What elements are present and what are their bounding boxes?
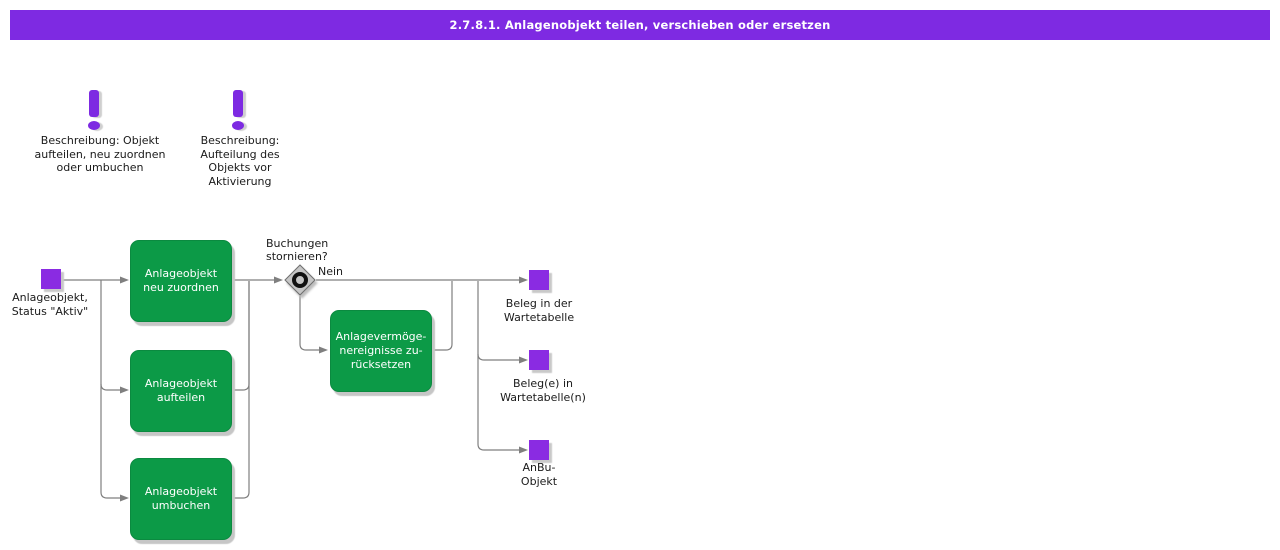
start-event-square-icon[interactable] bbox=[41, 269, 61, 289]
connector-reset-merge bbox=[431, 281, 453, 351]
event-label: Beleg(e) in Wartetabelle(n) bbox=[500, 377, 586, 404]
connector-split-merge bbox=[232, 281, 250, 391]
exclamation-bar bbox=[233, 90, 243, 117]
decision-question-label: Buchungen stornieren? bbox=[266, 237, 329, 263]
task-anlageobjekt-neu-zuordnen[interactable]: Anlageobjekt neu zuordnen bbox=[130, 240, 232, 322]
task-anlageobjekt-umbuchen[interactable]: Anlageobjekt umbuchen bbox=[130, 458, 232, 540]
page-title: 2.7.8.1. Anlagenobjekt teilen, verschieb… bbox=[449, 18, 831, 32]
exclamation-icon bbox=[87, 90, 103, 132]
exclamation-dot bbox=[232, 121, 244, 130]
connector-transfer-merge bbox=[232, 281, 250, 499]
note-text: Beschreibung: Objekt aufteilen, neu zuor… bbox=[34, 134, 166, 174]
event-square-icon[interactable] bbox=[529, 350, 549, 370]
exclamation-bar bbox=[89, 90, 99, 117]
diagram-title-bar: 2.7.8.1. Anlagenobjekt teilen, verschieb… bbox=[10, 10, 1270, 40]
task-anlageobjekt-aufteilen[interactable]: Anlageobjekt aufteilen bbox=[130, 350, 232, 432]
event-label: AnBu- Objekt bbox=[520, 461, 558, 488]
connector-branch-out2 bbox=[477, 353, 528, 364]
branch-label-nein: Nein bbox=[318, 265, 344, 278]
event-label: Beleg in der Wartetabelle bbox=[503, 297, 575, 324]
connector-left-distributor bbox=[100, 280, 129, 502]
event-square-icon[interactable] bbox=[529, 440, 549, 460]
decision-gateway-icon[interactable] bbox=[283, 263, 317, 297]
start-event-label: Anlageobjekt, Status "Aktiv" bbox=[11, 291, 89, 318]
exclamation-dot bbox=[88, 121, 100, 130]
event-square-icon[interactable] bbox=[529, 270, 549, 290]
task-anlagevermoegenereignisse-zuruecksetzen[interactable]: Anlagevermöge- nereignisse zu- rücksetze… bbox=[330, 310, 432, 392]
connector-branch-split bbox=[100, 383, 129, 394]
connector-decision-to-reset bbox=[299, 296, 328, 354]
exclamation-icon bbox=[231, 90, 247, 132]
note-text: Beschreibung: Aufteilung des Objekts vor… bbox=[200, 134, 280, 188]
